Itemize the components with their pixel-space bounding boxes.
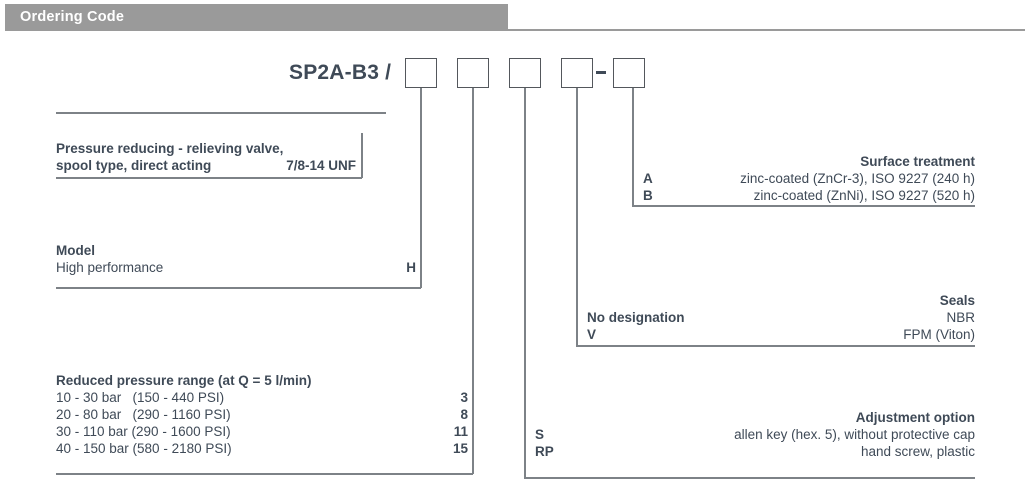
product-block-bottom-edge — [56, 177, 362, 179]
model-option-code: H — [406, 260, 416, 275]
adjustment-block-bottom-edge — [524, 477, 975, 479]
model-block-bottom-edge — [56, 287, 421, 289]
adjustment-option-block: Adjustment option S allen key (hex. 5), … — [535, 409, 975, 460]
pressure-range-row: 30 - 110 bar (290 - 1600 PSI) 11 — [56, 423, 468, 440]
pressure-block-bottom-edge — [56, 473, 473, 475]
pressure-range-label: 30 - 110 bar (290 - 1600 PSI) — [56, 424, 231, 439]
seals-row: No designation NBR — [587, 309, 975, 326]
product-block-underline — [56, 112, 386, 114]
product-block-right-edge — [361, 133, 363, 178]
pressure-range-title: Reduced pressure range (at Q = 5 l/min) — [56, 373, 312, 388]
leader-line-box-4 — [576, 88, 578, 346]
pressure-range-row: 40 - 150 bar (580 - 2180 PSI) 15 — [56, 440, 468, 457]
pressure-range-row: 10 - 30 bar (150 - 440 PSI) 3 — [56, 389, 468, 406]
header-rule — [508, 29, 1025, 31]
product-title-line-2: spool type, direct acting — [56, 158, 212, 173]
model-block: Model High performance H — [56, 242, 416, 276]
model-title: Model — [56, 243, 95, 258]
surface-treatment-label: zinc-coated (ZnNi), ISO 9227 (520 h) — [753, 188, 975, 203]
seals-row: V FPM (Viton) — [587, 326, 975, 343]
model-option-label: High performance — [56, 260, 164, 275]
pressure-range-code: 15 — [452, 441, 468, 456]
pressure-range-block: Reduced pressure range (at Q = 5 l/min) … — [56, 372, 468, 457]
product-title-line-1: Pressure reducing - relieving valve, — [56, 141, 284, 156]
product-thread-spec: 7/8-14 UNF — [286, 158, 356, 173]
adjustment-option-title: Adjustment option — [855, 410, 975, 425]
code-prefix: SP2A-B3 / — [289, 61, 392, 84]
pressure-range-code: 8 — [460, 407, 468, 422]
seals-label: FPM (Viton) — [903, 327, 975, 342]
page-title: Ordering Code — [20, 9, 125, 25]
surface-treatment-title: Surface treatment — [860, 154, 975, 169]
surface-treatment-label: zinc-coated (ZnCr-3), ISO 9227 (240 h) — [740, 171, 975, 186]
adjustment-option-row: S allen key (hex. 5), without protective… — [535, 426, 975, 443]
leader-line-box-1 — [420, 88, 422, 288]
pressure-range-label: 20 - 80 bar (290 - 1160 PSI) — [56, 407, 231, 422]
code-dash-separator — [596, 71, 606, 74]
code-box-2[interactable] — [457, 58, 489, 88]
adjustment-option-label: hand screw, plastic — [860, 444, 975, 459]
ordering-code-row: SP2A-B3 / — [0, 58, 1030, 98]
adjustment-option-code: S — [535, 427, 545, 442]
code-box-4[interactable] — [561, 58, 593, 88]
seals-title: Seals — [939, 293, 975, 308]
model-option-row: High performance H — [56, 259, 416, 276]
surface-treatment-code: B — [643, 188, 653, 203]
surface-treatment-row: B zinc-coated (ZnNi), ISO 9227 (520 h) — [643, 187, 975, 204]
pressure-range-code: 3 — [460, 390, 468, 405]
pressure-range-row: 20 - 80 bar (290 - 1160 PSI) 8 — [56, 406, 468, 423]
surface-treatment-code: A — [643, 171, 653, 186]
seals-block-bottom-edge — [576, 345, 975, 347]
header-bar — [5, 4, 508, 31]
adjustment-option-code: RP — [535, 444, 554, 459]
pressure-range-label: 40 - 150 bar (580 - 2180 PSI) — [56, 441, 232, 456]
adjustment-option-row: RP hand screw, plastic — [535, 443, 975, 460]
surface-treatment-row: A zinc-coated (ZnCr-3), ISO 9227 (240 h) — [643, 170, 975, 187]
seals-label: NBR — [946, 310, 975, 325]
code-box-1[interactable] — [405, 58, 437, 88]
surface-treatment-block: Surface treatment A zinc-coated (ZnCr-3)… — [643, 153, 975, 204]
leader-line-box-5 — [632, 88, 634, 206]
adjustment-option-label: allen key (hex. 5), without protective c… — [734, 427, 975, 442]
product-block: Pressure reducing - relieving valve, spo… — [56, 140, 356, 174]
seals-block: Seals No designation NBR V FPM (Viton) — [587, 292, 975, 343]
seals-code: No designation — [587, 310, 685, 325]
surface-block-bottom-edge — [632, 205, 975, 207]
pressure-range-label: 10 - 30 bar (150 - 440 PSI) — [56, 390, 225, 405]
code-box-5[interactable] — [613, 58, 645, 88]
pressure-range-code: 11 — [453, 424, 468, 439]
leader-line-box-3 — [524, 88, 526, 478]
seals-code: V — [587, 327, 597, 342]
code-box-3[interactable] — [509, 58, 541, 88]
leader-line-box-2 — [472, 88, 474, 474]
